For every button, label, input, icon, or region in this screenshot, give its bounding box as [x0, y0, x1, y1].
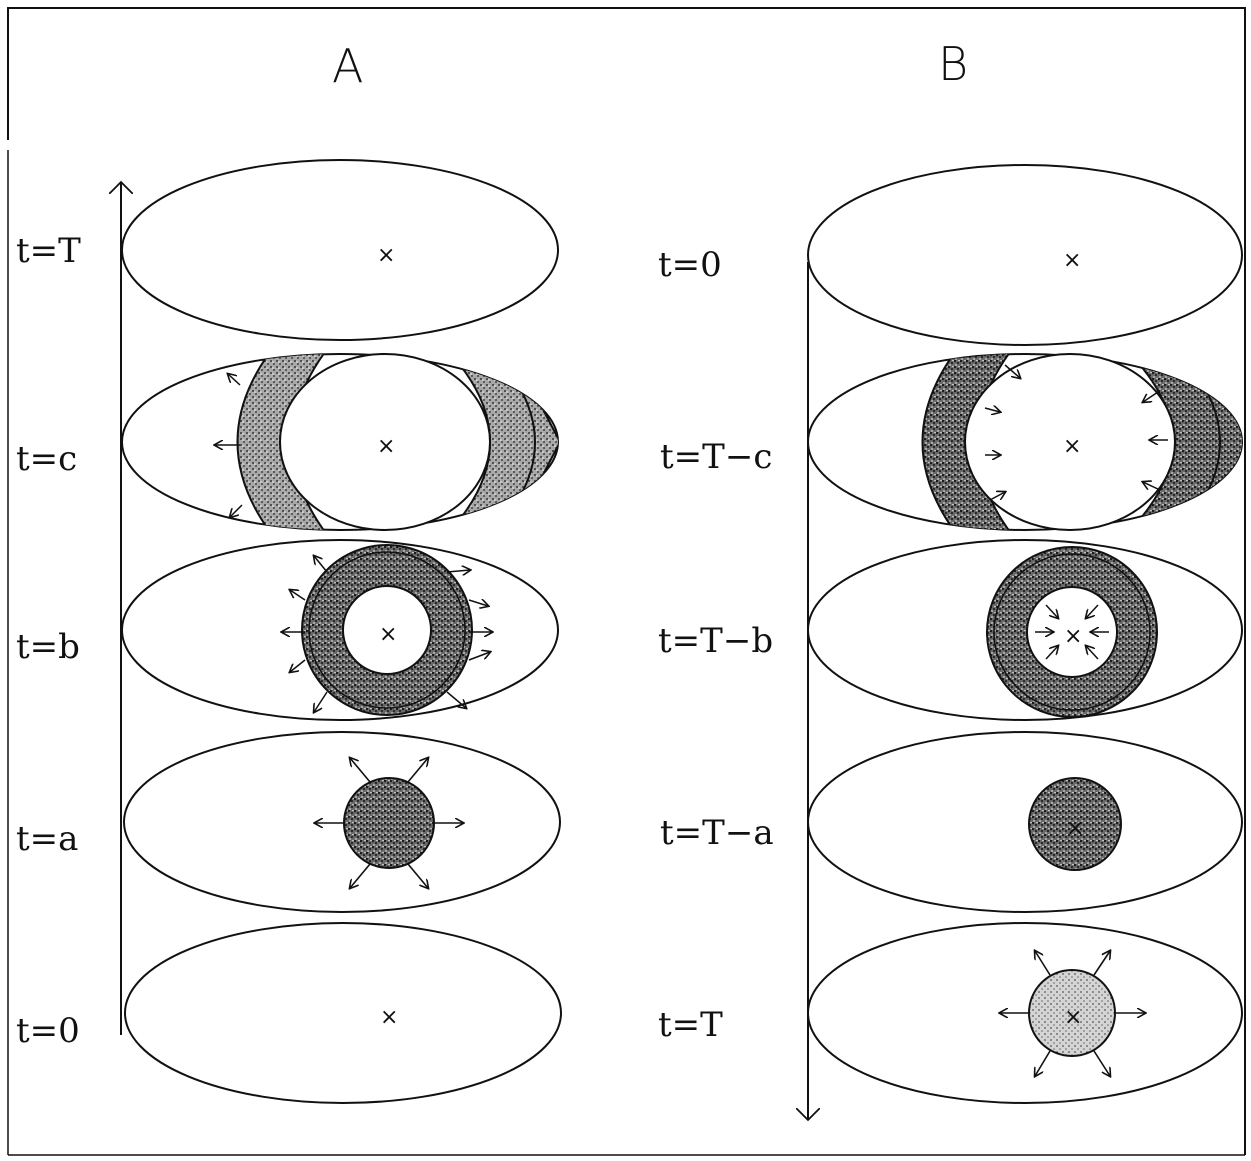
center-mark: ×: [379, 622, 397, 647]
center-mark: ×: [1066, 816, 1084, 841]
center-mark: ×: [1063, 434, 1081, 459]
slice-b-3: ×: [807, 539, 1243, 721]
panel-b-label-3: t=T−b: [658, 621, 773, 661]
panel-b-label-4: t=T−a: [660, 813, 774, 853]
panel-a-label-5: t=0: [16, 1011, 80, 1051]
blob: [1028, 777, 1122, 871]
panel-b-label-5: t=T: [658, 1005, 723, 1045]
panel-b-label-1: t=0: [658, 245, 722, 285]
panel-a-label-4: t=a: [16, 819, 78, 859]
slice-b-1: ×: [807, 164, 1243, 346]
panel-a: × ×: [121, 159, 562, 1104]
center-mark: ×: [1064, 624, 1082, 649]
slice-b-2: ×: [807, 353, 1243, 531]
panel-b-header: B: [938, 37, 968, 91]
blob: [343, 777, 435, 869]
panel-b: × ×: [807, 164, 1243, 1120]
frame-top: [7, 7, 1246, 1155]
center-mark: ×: [377, 434, 395, 459]
slice-b-5: ×: [807, 922, 1243, 1104]
slice-a-3: ×: [121, 539, 559, 721]
slice-a-1: ×: [121, 159, 559, 341]
panel-a-label-1: t=T: [16, 231, 81, 271]
panel-a-label-3: t=b: [16, 627, 80, 667]
panel-b-label-2: t=T−c: [660, 437, 772, 477]
center-mark: ×: [380, 1005, 398, 1030]
ring-inner: [342, 585, 432, 675]
center-mark: ×: [377, 243, 395, 268]
slice-a-2: ×: [121, 353, 559, 531]
center-mark: ×: [1063, 248, 1081, 273]
center-mark: ×: [1064, 1005, 1082, 1030]
panel-a-header: A: [332, 39, 363, 93]
slice-a-5: ×: [124, 922, 562, 1104]
slice-b-4: ×: [807, 731, 1243, 913]
panel-a-label-2: t=c: [16, 439, 77, 479]
slice-a-4: [123, 731, 561, 913]
